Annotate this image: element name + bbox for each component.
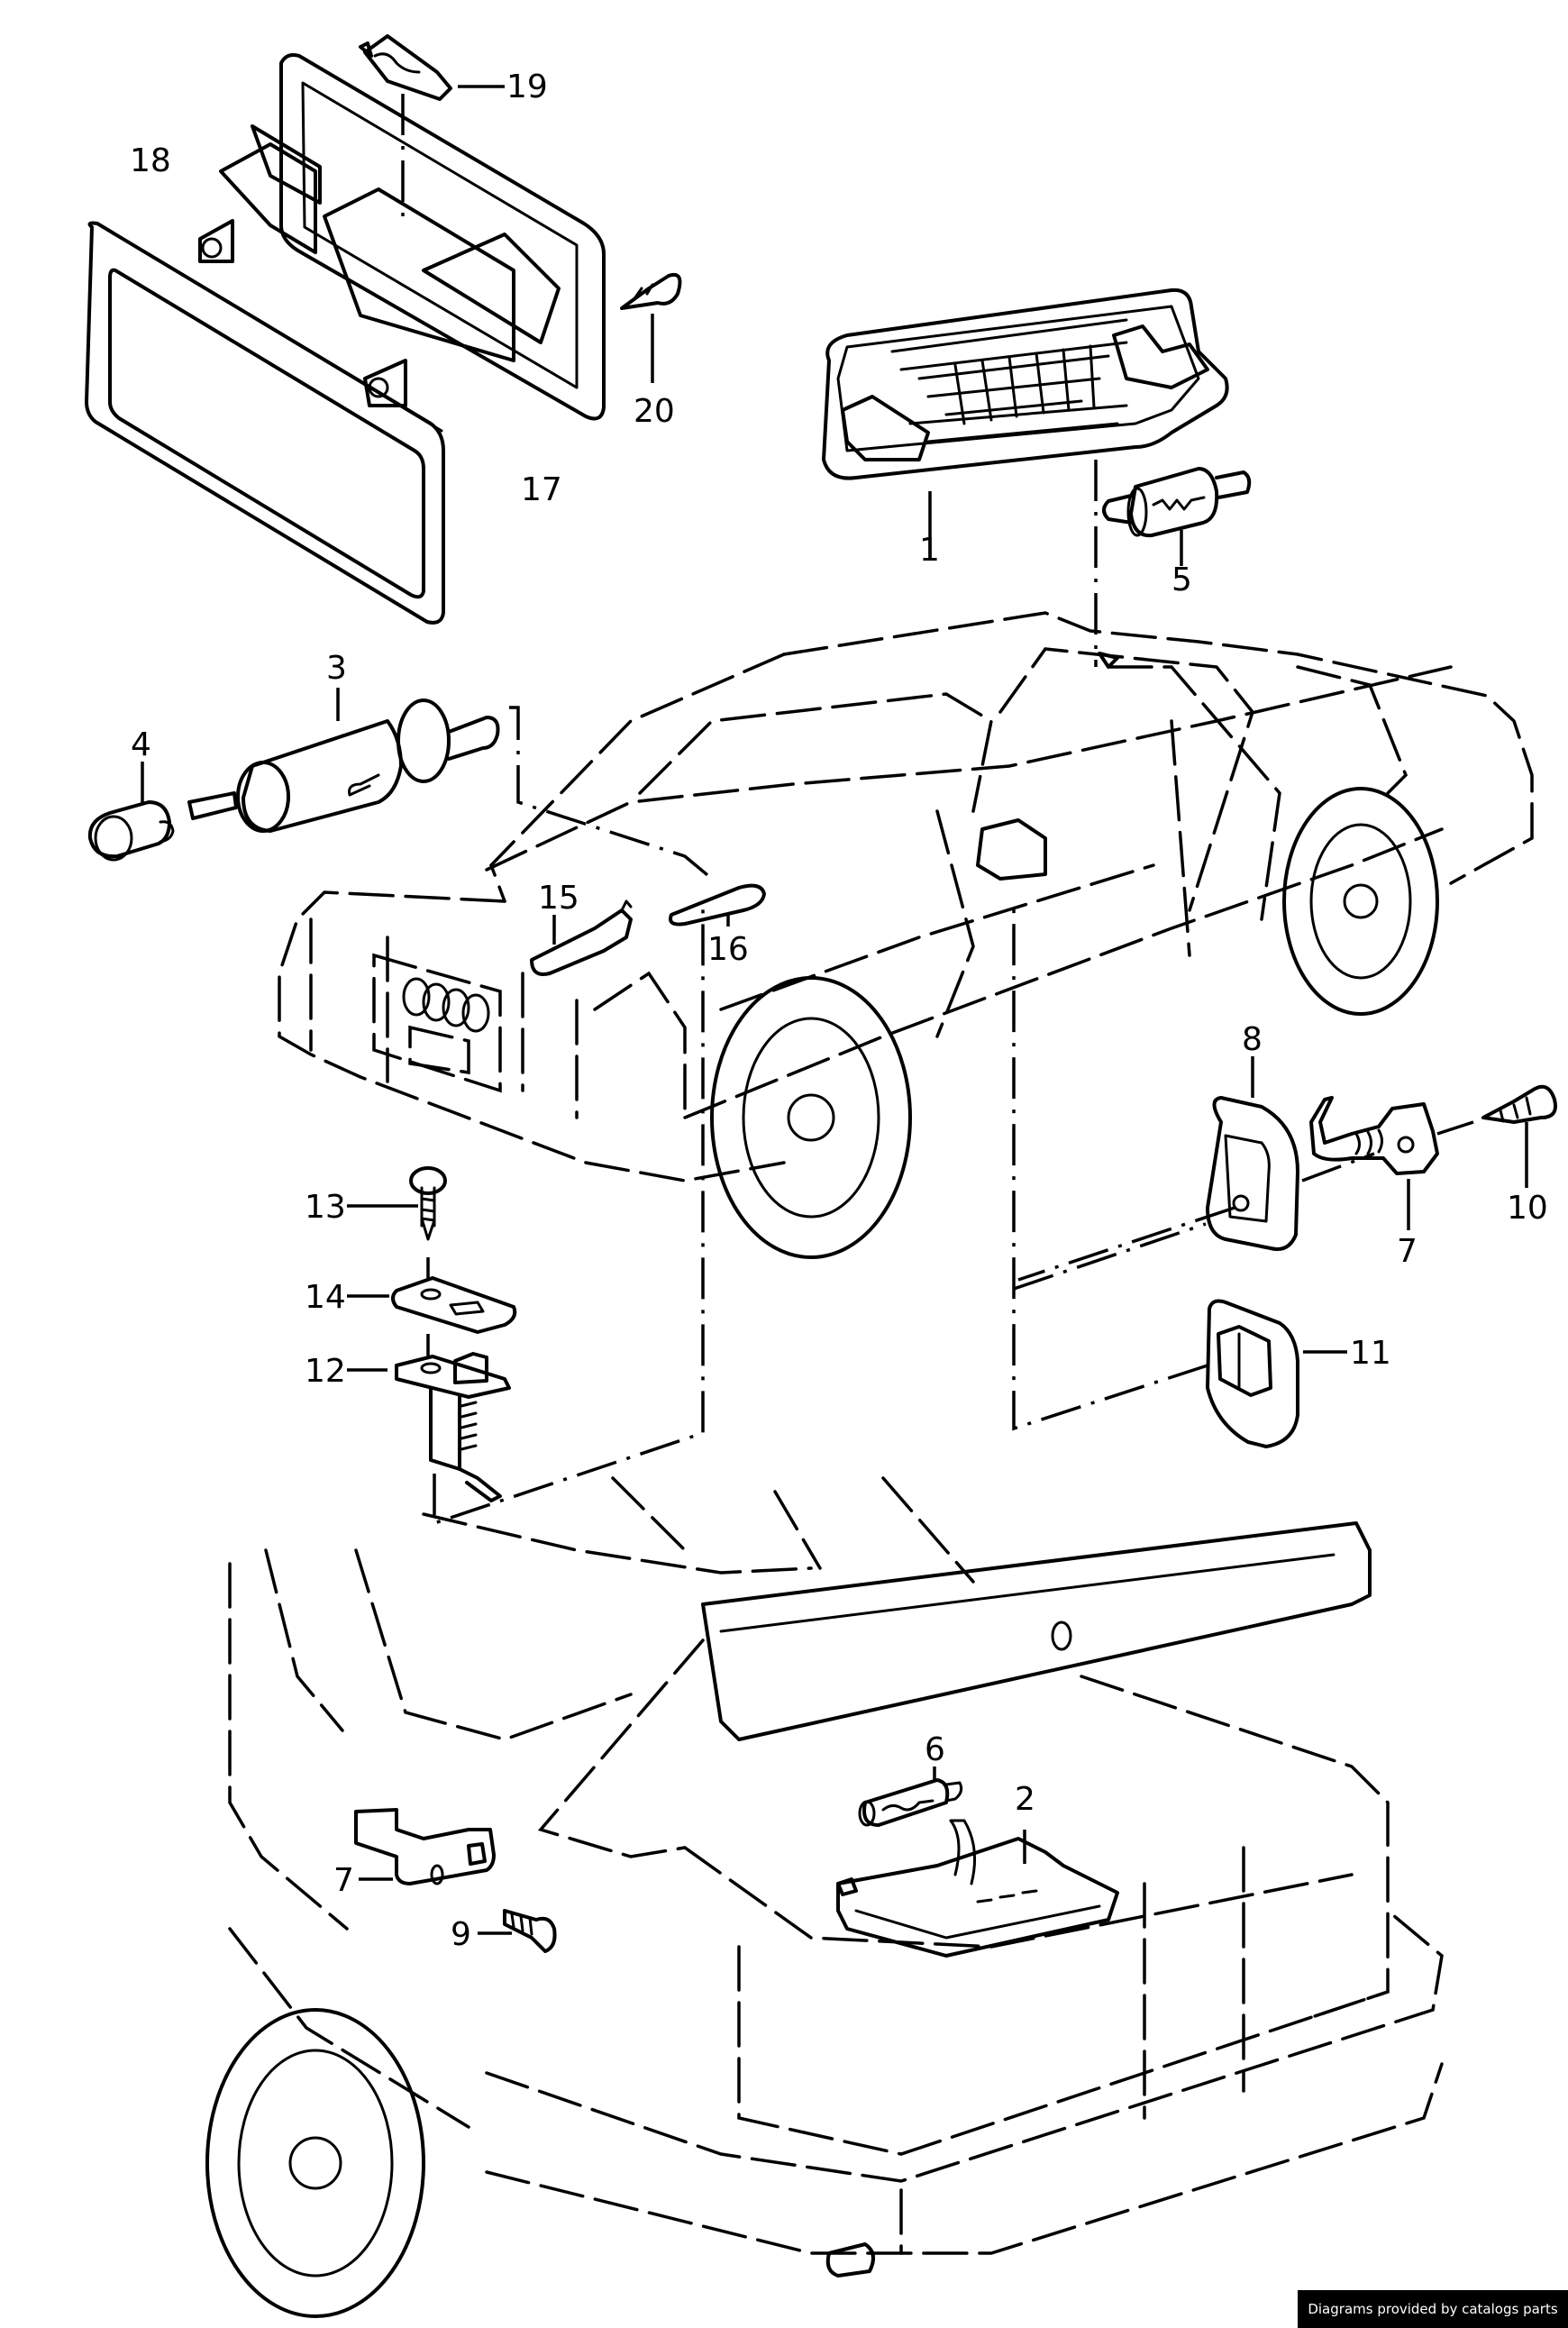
callout-16[interactable]: 16 <box>707 931 749 968</box>
part-4-bulb[interactable] <box>87 762 175 862</box>
callout-12[interactable]: 12 <box>305 1353 346 1390</box>
part-5-bulb[interactable] <box>1102 467 1252 566</box>
part-9-screw[interactable] <box>478 1909 557 1953</box>
part-6-bulb[interactable] <box>858 1767 963 1827</box>
callout-labels: 19 18 20 17 1 5 3 4 15 16 8 10 7 13 14 1… <box>130 68 1548 1953</box>
part-14-plate[interactable] <box>347 1276 517 1334</box>
part-12-switch[interactable] <box>347 1352 511 1502</box>
callout-10[interactable]: 10 <box>1507 1190 1548 1227</box>
part-19-bulb[interactable] <box>359 34 505 101</box>
part-1-interior-light[interactable] <box>822 288 1229 559</box>
callout-5[interactable]: 5 <box>1171 561 1192 598</box>
callout-19[interactable]: 19 <box>506 68 548 105</box>
callout-11[interactable]: 11 <box>1350 1335 1391 1372</box>
callout-13[interactable]: 13 <box>305 1189 346 1226</box>
callout-7-rear[interactable]: 7 <box>333 1862 354 1899</box>
part-17-housing[interactable] <box>198 53 606 421</box>
part-15-connector[interactable] <box>530 899 633 976</box>
part-10-screw[interactable] <box>1481 1084 1557 1188</box>
part-11-cap[interactable] <box>1206 1299 1347 1448</box>
callout-18[interactable]: 18 <box>130 142 171 179</box>
callout-7-front[interactable]: 7 <box>1397 1233 1418 1270</box>
callout-8[interactable]: 8 <box>1242 1021 1263 1058</box>
rear-car-body <box>205 1476 1444 2318</box>
callout-2[interactable]: 2 <box>1015 1781 1035 1818</box>
callout-14[interactable]: 14 <box>305 1279 346 1316</box>
part-16-connector[interactable] <box>669 883 766 927</box>
callout-3[interactable]: 3 <box>326 650 347 687</box>
callout-9[interactable]: 9 <box>451 1916 471 1953</box>
callout-20[interactable]: 20 <box>634 393 675 430</box>
callout-17[interactable]: 17 <box>521 471 562 508</box>
part-7-switch-front[interactable] <box>1309 1096 1439 1230</box>
front-car-body <box>278 611 1534 1259</box>
callout-1[interactable]: 1 <box>919 532 940 569</box>
part-20-screw[interactable] <box>620 273 682 383</box>
callout-15[interactable]: 15 <box>538 880 579 917</box>
part-7-switch-rear[interactable] <box>354 1808 496 1885</box>
part-13-screw[interactable] <box>347 1166 447 1241</box>
callout-6[interactable]: 6 <box>925 1731 945 1768</box>
part-2-trunk-light[interactable] <box>836 1819 1119 1958</box>
callout-4[interactable]: 4 <box>131 726 151 763</box>
part-18-lens[interactable] <box>85 221 445 625</box>
footer-credit: Diagrams provided by catalogs parts <box>1298 2290 1568 2328</box>
part-3-socket[interactable] <box>187 688 500 833</box>
part-8-boot[interactable] <box>1206 1056 1299 1251</box>
